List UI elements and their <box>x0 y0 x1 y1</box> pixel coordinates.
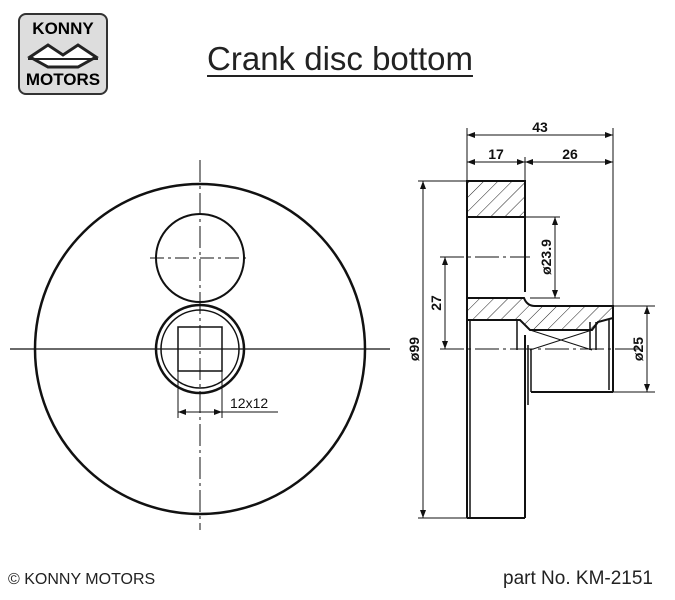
copyright: © KONNY MOTORS <box>8 571 156 588</box>
hub-inner-circle <box>160 309 240 389</box>
dim-26: 26 <box>562 146 578 162</box>
logo-text-bottom: MOTORS <box>25 70 101 89</box>
logo-text-top: KONNY <box>32 19 94 38</box>
part-number: part No. KM-2151 <box>503 568 653 589</box>
page-title: Crank disc bottom <box>0 40 675 78</box>
logo-emblem-icon <box>27 43 99 69</box>
dim-99: ø99 <box>406 337 422 361</box>
title-text: Crank disc bottom <box>207 40 473 77</box>
dim-25: ø25 <box>630 337 646 361</box>
side-view <box>418 128 655 519</box>
square-bore-cross-line <box>529 329 593 351</box>
dim-17: 17 <box>488 146 504 162</box>
square-hole <box>177 326 223 372</box>
front-view <box>10 160 390 530</box>
dim-23-9: ø23.9 <box>538 239 554 275</box>
dim-square: 12x12 <box>230 395 268 411</box>
disc-section-hatched <box>466 180 526 218</box>
hub-section-hatched <box>466 297 614 331</box>
hub-circle <box>154 303 246 395</box>
logo: KONNY MOTORS <box>18 13 108 95</box>
dim-27: 27 <box>428 295 444 311</box>
dim-43: 43 <box>532 119 548 135</box>
